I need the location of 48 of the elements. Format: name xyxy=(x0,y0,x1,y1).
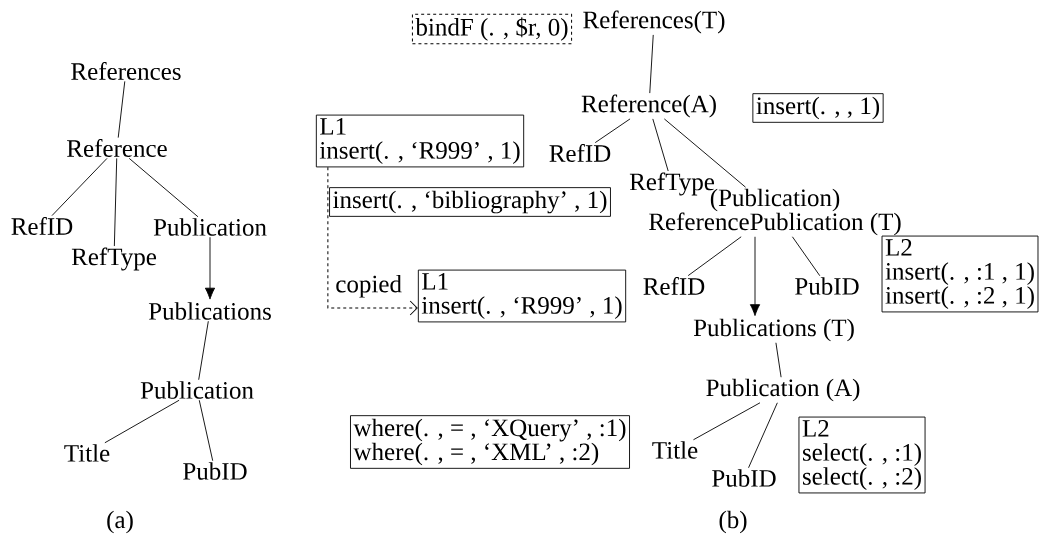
tree-label: Reference xyxy=(67,139,167,157)
tree-line xyxy=(652,118,669,172)
tree-line xyxy=(748,402,778,469)
tree-label: References(T) xyxy=(583,10,725,34)
tree-line xyxy=(198,320,209,381)
tree-label: Reference(A) xyxy=(581,94,716,118)
tree-label: RefID xyxy=(643,277,705,295)
binding-box: bindF (. , $r, 0) xyxy=(411,13,573,45)
tree-line xyxy=(104,399,180,444)
tree-label: References xyxy=(71,62,181,80)
operation-box: insert(. , ‘bibliography’ , 1) xyxy=(329,187,611,217)
tree-line xyxy=(128,157,199,218)
operation-box: L2 insert(. , :1 , 1) insert(. , :2 , 1) xyxy=(881,235,1039,313)
tree-label: RefID xyxy=(549,144,611,162)
arrow xyxy=(204,236,216,300)
tree-label: Publication xyxy=(153,218,267,236)
tree-line xyxy=(594,118,631,144)
tree-label: Title xyxy=(652,441,698,459)
tree-label: Publication (A) xyxy=(706,378,860,402)
tree-label: Title xyxy=(64,444,110,462)
tree-label: Publications xyxy=(148,302,271,320)
operation-box: L2 select(. , :1) select(. , :2) xyxy=(798,416,926,494)
tree-line xyxy=(663,118,746,188)
tree-line xyxy=(649,34,654,94)
operation-box: L1 insert(. , ‘R999’ , 1) xyxy=(417,269,627,323)
edge-label: copied xyxy=(334,273,403,299)
tree-line xyxy=(51,157,108,217)
arrow xyxy=(749,236,761,316)
tree-label: PubID xyxy=(183,462,247,480)
tree-line xyxy=(693,402,761,441)
tree-label: Publication xyxy=(140,381,254,399)
operation-box: insert(. , , 1) xyxy=(752,93,884,123)
panel-label: (b) xyxy=(719,510,747,534)
panel-label: (a) xyxy=(107,510,133,534)
tree-line xyxy=(687,236,742,277)
tree-line xyxy=(775,342,782,378)
tree-label: RefType xyxy=(71,247,156,271)
tree-line xyxy=(791,236,821,277)
operation-box: where(. , = , ‘XQuery’ , :1) where(. , = , ‘XML’ , :2) xyxy=(350,415,630,469)
tree-label: Publications (T) xyxy=(693,318,854,342)
tree-label: PubID xyxy=(712,469,776,487)
tree-label: RefID xyxy=(11,217,73,235)
arrow xyxy=(327,166,418,316)
tree-line xyxy=(198,399,214,462)
tree-label: PubID xyxy=(795,277,859,295)
operation-box: L1 insert(. , ‘R999’ , 1) xyxy=(315,114,525,168)
tree-line xyxy=(113,157,118,247)
tree-line xyxy=(117,80,126,139)
